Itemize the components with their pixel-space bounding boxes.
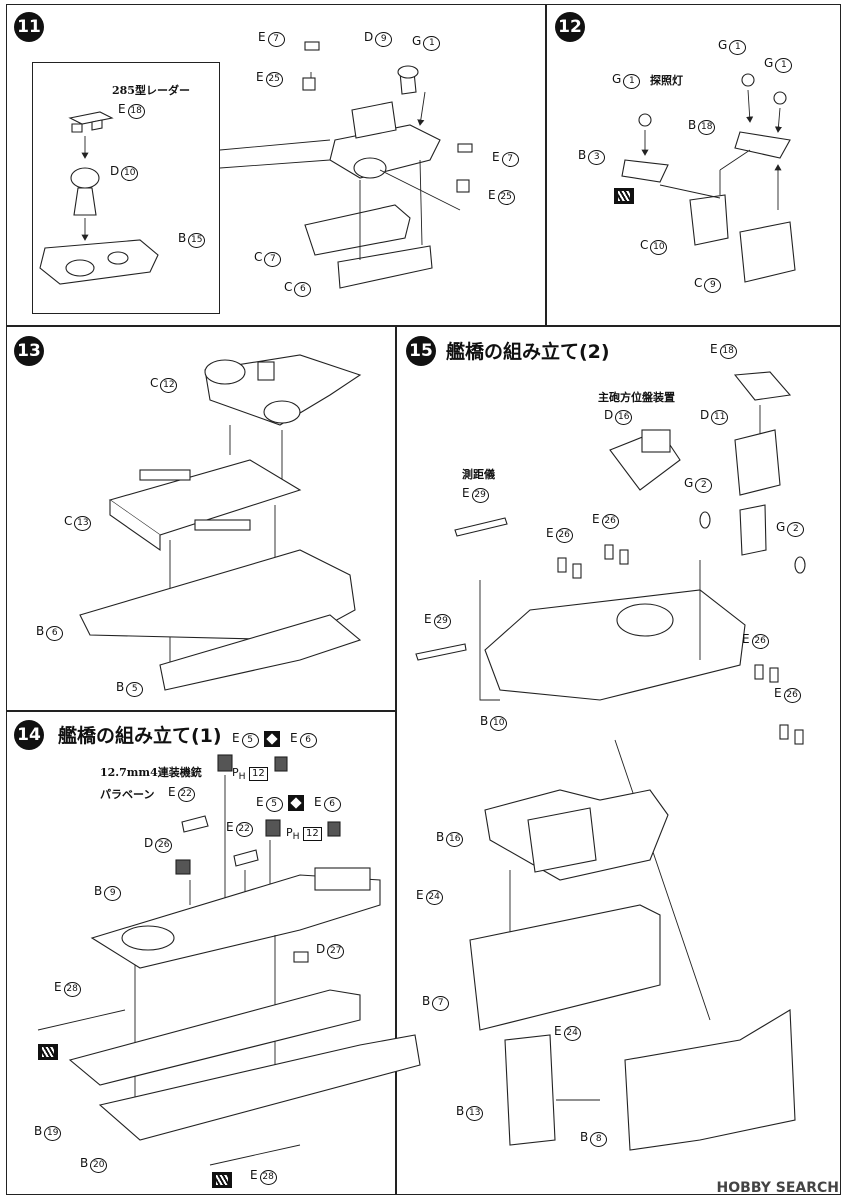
aa-gun-note: 12.7mm4連装機銃 bbox=[100, 766, 202, 779]
bridge-b16 bbox=[484, 789, 669, 881]
step-14-badge: 14 bbox=[14, 720, 44, 750]
ph-label: PH 12 bbox=[232, 766, 268, 782]
rangefinder-note: 測距儀 bbox=[462, 468, 495, 481]
platforms-b18-b3 bbox=[621, 131, 791, 183]
step-12-panel bbox=[546, 4, 841, 326]
watermark-text: HOBBY SEARCH bbox=[716, 1180, 839, 1196]
base-b15-part bbox=[39, 239, 159, 285]
director-note: 主砲方位盤装置 bbox=[598, 391, 675, 404]
step-13-badge: 13 bbox=[14, 336, 44, 366]
small-parts-11 bbox=[302, 41, 473, 193]
option-icon bbox=[288, 795, 304, 811]
side-walls-b5-b6 bbox=[79, 549, 362, 691]
step-11-badge: 11 bbox=[14, 12, 44, 42]
step-12-badge: 12 bbox=[555, 12, 585, 42]
guns-and-paravanes bbox=[175, 754, 341, 963]
step-14-title: 艦橋の組み立て(1) bbox=[58, 725, 222, 747]
mast-d10-part bbox=[70, 167, 100, 216]
director-d16 bbox=[609, 429, 681, 491]
cement-icon bbox=[614, 188, 634, 204]
option-icon bbox=[264, 731, 280, 747]
side-walls-b19-b20 bbox=[68, 989, 421, 1141]
radar-e18-part bbox=[68, 111, 114, 133]
deck-b9-part bbox=[90, 867, 381, 969]
paravane-note: パラベーン bbox=[100, 788, 155, 801]
radar-285-note: 285型レーダー bbox=[112, 84, 190, 97]
platform-assembly-11 bbox=[329, 65, 441, 179]
step-15-title: 艦橋の組み立て(2) bbox=[446, 341, 610, 363]
radar-e18-15 bbox=[733, 371, 792, 401]
deck-c13-part bbox=[108, 459, 302, 552]
tower-d11 bbox=[734, 429, 781, 556]
step-15-badge: 15 bbox=[406, 336, 436, 366]
lower-hull-c6-c7 bbox=[304, 204, 433, 289]
cement-icon bbox=[212, 1172, 232, 1188]
tower-c10-c9 bbox=[689, 194, 796, 283]
searchlight-note: 探照灯 bbox=[650, 74, 683, 87]
bridge-deck-b10 bbox=[484, 589, 746, 701]
searchlight-g1-parts bbox=[638, 73, 787, 127]
pins-e26-g2 bbox=[557, 511, 806, 745]
ph-label: PH 12 bbox=[286, 826, 322, 842]
bridge-walls-b7-b8-b13 bbox=[469, 904, 796, 1151]
deck-c12-part bbox=[204, 354, 362, 426]
cement-icon bbox=[38, 1044, 58, 1060]
rangefinders-e29 bbox=[415, 517, 508, 661]
